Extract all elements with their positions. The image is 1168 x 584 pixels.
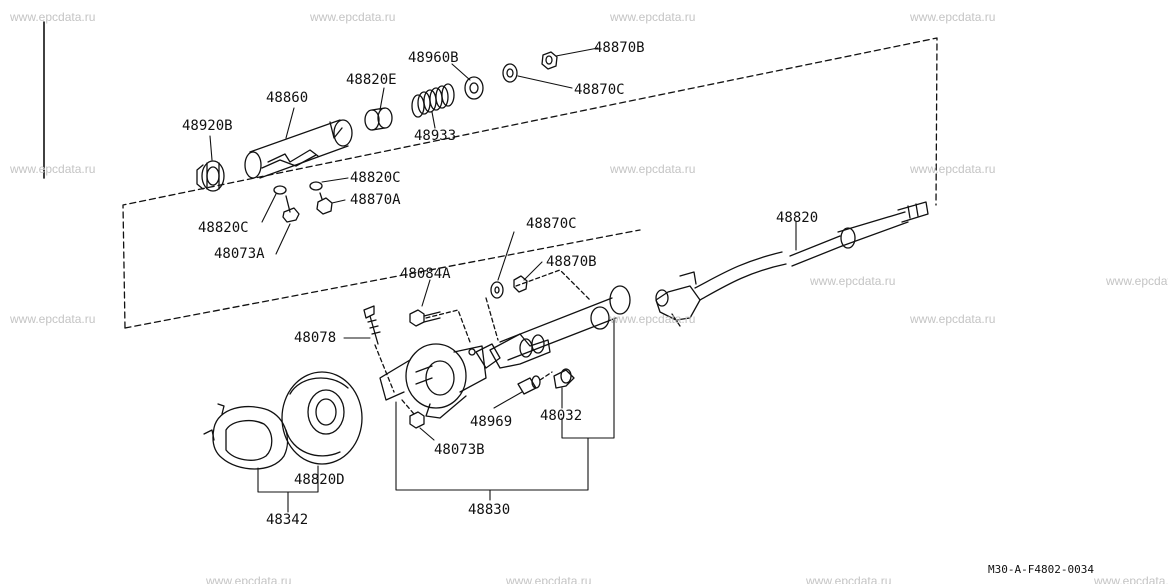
- watermark: www.epcdata.ru: [910, 10, 996, 24]
- part-label-48073A[interactable]: 48073A: [214, 246, 265, 262]
- watermark: www.epcdata.ru: [206, 574, 292, 584]
- part-48830-flange-bracket: [379, 343, 487, 419]
- part-48860-tube: [244, 119, 353, 179]
- part-label-48820D[interactable]: 48820D: [294, 472, 345, 488]
- watermark: www.epcdata.ru: [910, 162, 996, 176]
- part-label-48830[interactable]: 48830: [468, 502, 511, 518]
- watermark: www.epcdata.ru: [910, 312, 996, 326]
- part-48870B-nut-top: [541, 51, 558, 70]
- assembly-dashed-lines: [374, 269, 591, 415]
- part-48078-bolt: [363, 305, 381, 345]
- watermark: www.epcdata.ru: [506, 574, 592, 584]
- part-48870C-washer-top: [502, 63, 518, 83]
- part-label-48084A[interactable]: 48084A: [400, 266, 451, 282]
- upper-assembly-boundary: [122, 37, 938, 329]
- part-label-48969[interactable]: 48969: [470, 414, 513, 430]
- watermark: www.epcdata.ru: [610, 10, 696, 24]
- part-label-48870B-top[interactable]: 48870B: [594, 40, 645, 56]
- upper-assembly-boundary-bottom: [124, 229, 641, 329]
- watermark: www.epcdata.ru: [1106, 274, 1168, 288]
- part-48960B-washer: [464, 76, 484, 100]
- diagram-code: M30-A-F4802-0034: [988, 563, 1094, 576]
- part-label-48933[interactable]: 48933: [414, 128, 457, 144]
- watermark: www.epcdata.ru: [810, 274, 896, 288]
- watermark: www.epcdata.ru: [310, 10, 396, 24]
- part-label-48820C-right[interactable]: 48820C: [350, 170, 401, 186]
- part-48820E-sleeve: [364, 107, 393, 131]
- part-label-48032[interactable]: 48032: [540, 408, 583, 424]
- part-label-48960B[interactable]: 48960B: [408, 50, 459, 66]
- watermark: www.epcdata.ru: [10, 162, 96, 176]
- part-48032-bushing: [553, 368, 575, 389]
- part-48820-shaft: [789, 201, 929, 267]
- leader-lines: [209, 47, 797, 513]
- part-label-48820C-left[interactable]: 48820C: [198, 220, 249, 236]
- watermark: www.epcdata.ru: [806, 574, 892, 584]
- part-label-48820[interactable]: 48820: [776, 210, 819, 226]
- part-48084A-bolt: [409, 309, 441, 327]
- part-label-48860[interactable]: 48860: [266, 90, 309, 106]
- part-label-48073B[interactable]: 48073B: [434, 442, 485, 458]
- part-48073B-nut: [409, 411, 425, 429]
- part-48933-spring: [411, 83, 455, 118]
- watermark: www.epcdata.ru: [10, 312, 96, 326]
- part-48830-column: [468, 285, 631, 369]
- part-label-48342[interactable]: 48342: [266, 512, 309, 528]
- part-label-48820E[interactable]: 48820E: [346, 72, 397, 88]
- part-48870B-nut-mid: [513, 275, 528, 293]
- part-48920B-bushing: [196, 160, 225, 192]
- part-intermediate-shaft: [655, 251, 787, 327]
- part-48342-cover: [203, 403, 289, 470]
- watermark: www.epcdata.ru: [610, 312, 696, 326]
- part-48820C-washer-left: [273, 185, 287, 195]
- part-label-48870C-mid[interactable]: 48870C: [526, 216, 577, 232]
- watermark: www.epcdata.ru: [610, 162, 696, 176]
- part-label-48870A[interactable]: 48870A: [350, 192, 401, 208]
- part-48870A-nut: [316, 192, 333, 215]
- part-48969-plug: [517, 375, 541, 395]
- part-48820C-washer-right: [309, 181, 323, 191]
- part-label-48920B[interactable]: 48920B: [182, 118, 233, 134]
- part-48073A-bolt: [282, 195, 300, 223]
- part-48870C-washer-mid: [490, 281, 504, 299]
- part-label-48870B-mid[interactable]: 48870B: [546, 254, 597, 270]
- part-label-48078[interactable]: 48078: [294, 330, 337, 346]
- watermark: www.epcdata.ru: [10, 10, 96, 24]
- watermark: www.epcdata.ru: [1094, 574, 1168, 584]
- part-48820D-cover: [281, 371, 363, 465]
- part-label-48870C-top[interactable]: 48870C: [574, 82, 625, 98]
